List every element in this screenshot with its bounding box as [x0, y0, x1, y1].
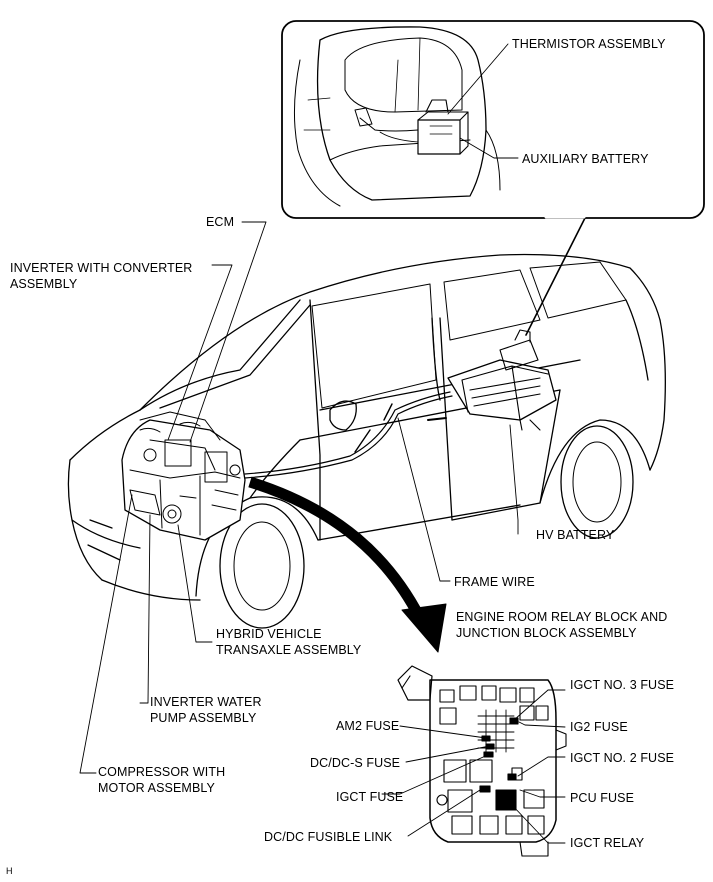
relay-block-label-line2: JUNCTION BLOCK ASSEMBLY	[456, 626, 637, 640]
pcu-fuse-label: PCU FUSE	[570, 791, 635, 805]
figure-code: H	[6, 866, 13, 876]
thermistor-assembly-label: THERMISTOR ASSEMBLY	[512, 37, 666, 51]
pump-label-line2: PUMP ASSEMBLY	[150, 711, 257, 725]
hv-battery-label: HV BATTERY	[536, 528, 615, 542]
transaxle-label: HYBRID VEHICLE TRANSAXLE ASSEMBLY	[216, 626, 361, 658]
inverter-with-converter-label: INVERTER WITH CONVERTER ASSEMBLY	[10, 260, 192, 292]
relay-block-label: ENGINE ROOM RELAY BLOCK AND JUNCTION BLO…	[456, 609, 667, 641]
cargo-inset	[281, 20, 705, 336]
pump-label-line1: INVERTER WATER	[150, 695, 262, 709]
dcdc-fusible-link-label: DC/DC FUSIBLE LINK	[264, 830, 393, 844]
inverter-label-line2: ASSEMBLY	[10, 277, 78, 291]
frame-wire-label: FRAME WIRE	[454, 575, 535, 589]
dcdc-s-fuse-label: DC/DC-S FUSE	[310, 756, 401, 770]
hv-battery-assembly	[447, 329, 557, 431]
compressor-label-line1: COMPRESSOR WITH	[98, 765, 226, 779]
compressor-label: COMPRESSOR WITH MOTOR ASSEMBLY	[98, 764, 225, 796]
relay-block-label-line1: ENGINE ROOM RELAY BLOCK AND	[456, 610, 668, 624]
auxiliary-battery-label: AUXILIARY BATTERY	[522, 152, 649, 166]
car-body	[67, 253, 666, 629]
relay-block	[397, 665, 567, 857]
engine-compartment	[121, 411, 246, 541]
transaxle-label-line2: TRANSAXLE ASSEMBLY	[216, 643, 362, 657]
frame-wire	[244, 391, 453, 479]
ecm-label: ECM	[206, 215, 235, 229]
callout-arrow	[248, 476, 447, 653]
leader-lines	[79, 43, 566, 844]
inverter-label-line1: INVERTER WITH CONVERTER	[10, 261, 193, 275]
transaxle-label-line1: HYBRID VEHICLE	[216, 627, 322, 641]
ig2-fuse-label: IG2 FUSE	[570, 720, 628, 734]
compressor-label-line2: MOTOR ASSEMBLY	[98, 781, 215, 795]
am2-fuse-label: AM2 FUSE	[336, 719, 400, 733]
inverter-water-pump-label: INVERTER WATER PUMP ASSEMBLY	[150, 694, 262, 726]
igct-relay-label: IGCT RELAY	[570, 836, 645, 850]
igct-no3-fuse-label: IGCT NO. 3 FUSE	[570, 678, 675, 692]
igct-no2-fuse-label: IGCT NO. 2 FUSE	[570, 751, 675, 765]
igct-fuse-label: IGCT FUSE	[336, 790, 404, 804]
